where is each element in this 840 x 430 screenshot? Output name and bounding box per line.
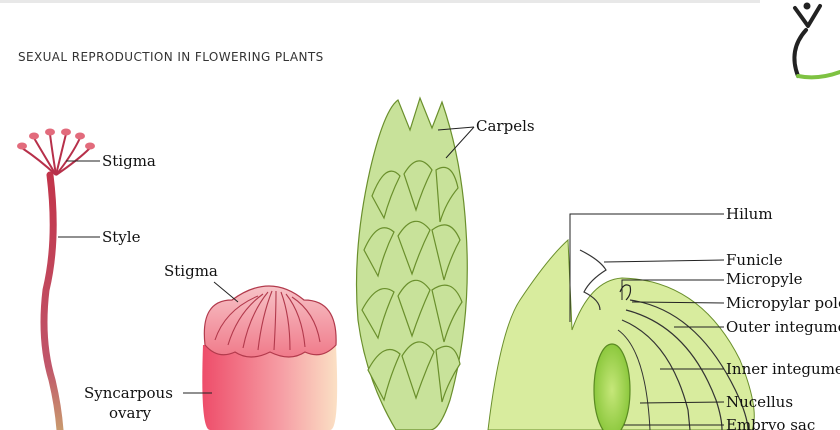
simple-pistil-drawing <box>17 128 95 430</box>
syncarpous-ovary-drawing <box>202 285 338 430</box>
label-carpels: Carpels <box>476 117 535 135</box>
label-embryo-sac: Embryo sac <box>726 416 815 430</box>
carpels-drawing <box>355 96 468 430</box>
label-style: Style <box>102 228 141 246</box>
label-syncarpous-ovary-line2: ovary <box>109 404 152 422</box>
label-stigma-1: Stigma <box>102 152 156 170</box>
label-hilum: Hilum <box>726 205 773 223</box>
label-stigma-2: Stigma <box>164 262 218 280</box>
label-syncarpous-ovary-line1: Syncarpous <box>84 384 173 402</box>
label-outer-integument: Outer integument <box>726 318 840 336</box>
label-inner-integument: Inner integument <box>726 360 840 378</box>
label-micropylar-pole: Micropylar pole <box>726 294 840 312</box>
top-rule <box>0 0 760 3</box>
ovule-drawing <box>487 238 755 430</box>
ncert-logo-icon <box>792 2 840 80</box>
label-funicle: Funicle <box>726 251 783 269</box>
chapter-header: SEXUAL REPRODUCTION IN FLOWERING PLANTS <box>18 50 324 64</box>
label-nucellus: Nucellus <box>726 393 793 411</box>
label-micropyle: Micropyle <box>726 270 803 288</box>
